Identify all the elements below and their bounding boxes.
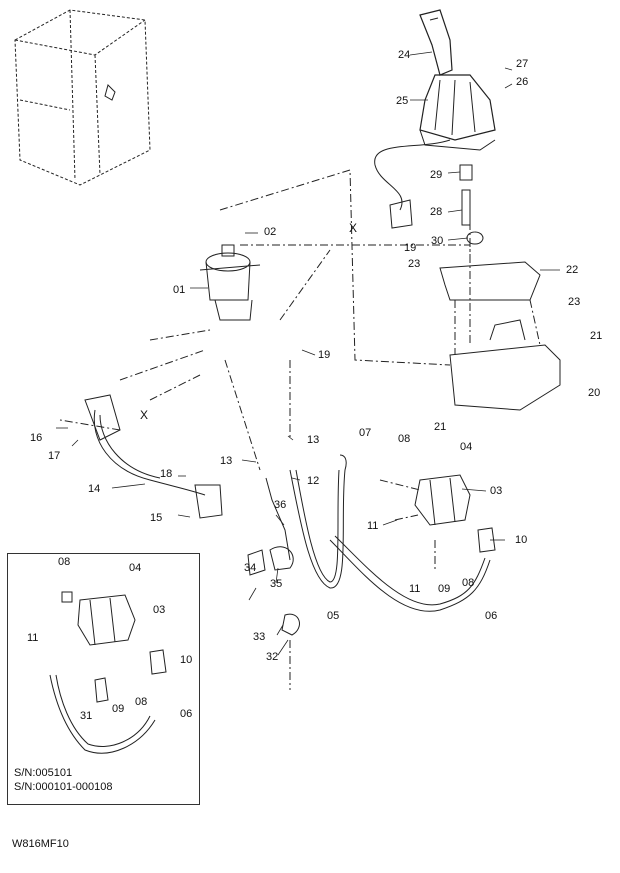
label-33: 33 (253, 631, 266, 643)
label-x-top: X (349, 221, 358, 235)
label-11-top: 11 (367, 520, 379, 532)
label-30: 30 (431, 235, 444, 247)
label-x-left: X (140, 408, 149, 422)
inset-label-06: 06 (180, 708, 193, 720)
inset-drawing (49, 591, 167, 754)
label-07: 07 (359, 427, 372, 439)
inset-label-08: 08 (58, 556, 71, 568)
label-14: 14 (88, 483, 101, 495)
inset-label-04: 04 (129, 562, 142, 574)
label-17: 17 (48, 450, 61, 462)
label-08-top: 08 (398, 433, 411, 445)
label-08-mid: 08 (462, 577, 475, 589)
inset-label-11: 11 (27, 632, 39, 644)
label-29: 29 (430, 169, 443, 181)
bracket-22 (439, 261, 541, 301)
label-06: 06 (485, 610, 498, 622)
label-01: 01 (173, 284, 186, 296)
label-32: 32 (266, 651, 279, 663)
label-04: 04 (460, 441, 473, 453)
inset-label-08b: 08 (135, 696, 148, 708)
inset-label-31: 31 (80, 710, 93, 722)
label-23-right: 23 (568, 296, 581, 308)
label-13-top: 13 (307, 434, 320, 446)
label-18: 18 (160, 468, 173, 480)
motor-01 (199, 244, 261, 321)
bracket-20 (449, 344, 561, 411)
inset-label-09: 09 (112, 703, 125, 715)
label-05: 05 (327, 610, 340, 622)
label-35: 35 (270, 578, 283, 590)
label-02: 02 (264, 226, 277, 238)
cab-illustration (14, 9, 151, 186)
joystick-marker-icon (104, 84, 116, 101)
label-20: 20 (588, 387, 601, 399)
serial-number-line-1: S/N:005101 (14, 767, 73, 779)
label-28: 28 (430, 206, 443, 218)
diagram-code: W816MF10 (12, 838, 69, 850)
label-12: 12 (307, 475, 320, 487)
label-16: 16 (30, 432, 43, 444)
hose-05 (289, 454, 347, 589)
hose-06 (329, 539, 491, 612)
label-26: 26 (516, 76, 529, 88)
serial-number-line-2: S/N:000101-000108 (14, 781, 113, 793)
label-19-mid: 19 (318, 349, 331, 361)
label-19-top: 19 (404, 242, 417, 254)
label-22: 22 (566, 264, 579, 276)
label-10: 10 (515, 534, 528, 546)
label-21-bottom: 21 (434, 421, 447, 433)
label-13-left: 13 (220, 455, 233, 467)
inset-panel (7, 553, 200, 805)
inset-label-10: 10 (180, 654, 193, 666)
inset-label-03: 03 (153, 604, 166, 616)
label-21-right: 21 (590, 330, 603, 342)
label-11-mid: 11 (409, 583, 421, 595)
label-23-left: 23 (408, 258, 421, 270)
label-34: 34 (244, 562, 257, 574)
clamp-32 (281, 613, 300, 636)
label-03: 03 (490, 485, 503, 497)
label-15: 15 (150, 512, 163, 524)
label-09: 09 (438, 583, 451, 595)
valve-03 (414, 474, 471, 526)
label-24: 24 (398, 49, 411, 61)
label-36: 36 (274, 499, 287, 511)
wire-harness-14 (93, 409, 206, 496)
label-27: 27 (516, 58, 529, 70)
label-25: 25 (396, 95, 409, 107)
clamp-35 (269, 546, 294, 571)
